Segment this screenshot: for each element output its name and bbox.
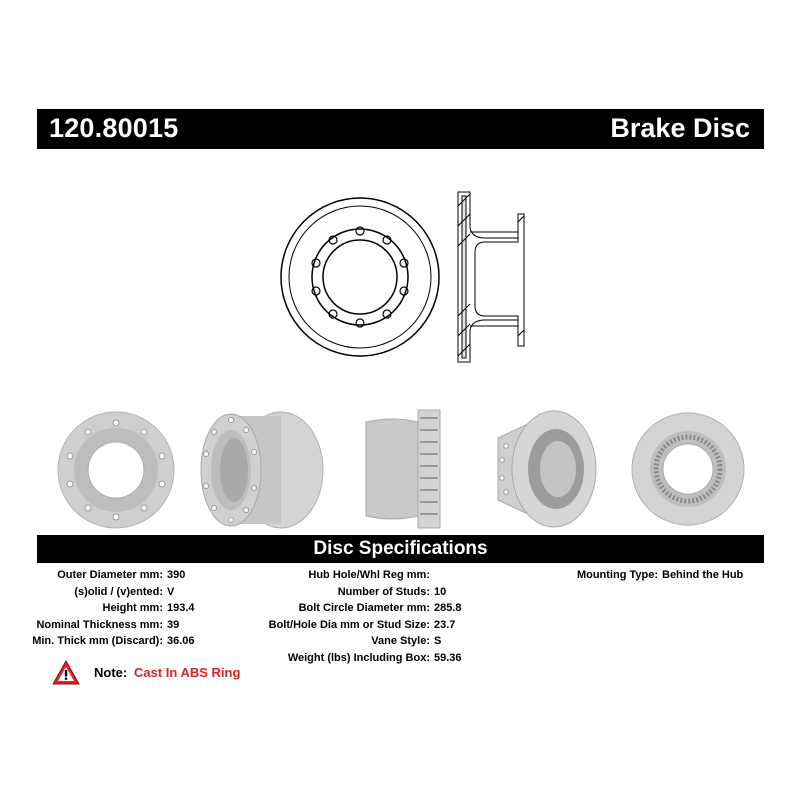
spec-value: V (167, 585, 175, 598)
spec-row: Number of Studs: 10 (240, 584, 510, 601)
spec-row: Mounting Type: Behind the Hub (520, 567, 770, 584)
disc-front-photo (57, 411, 175, 529)
spec-label: Nominal Thickness mm: (36, 618, 163, 631)
disc-back-photo (631, 412, 745, 526)
spec-value: 36.06 (167, 635, 195, 647)
spec-value: Behind the Hub (662, 569, 744, 581)
warning-triangle-icon (52, 659, 80, 685)
spec-value: 285.8 (434, 602, 462, 614)
spec-row: Bolt Circle Diameter mm: 285.8 (240, 600, 510, 617)
disc-side-photo (365, 409, 441, 529)
spec-row: Hub Hole/Whl Reg mm: (240, 567, 510, 584)
spec-row: Outer Diameter mm: 390 (0, 567, 240, 584)
spec-value: 23.7 (434, 618, 456, 631)
spec-row: (s)olid / (v)ented: V (0, 584, 240, 601)
spec-title: Disc Specifications (313, 538, 488, 559)
spec-column-right: Mounting Type: Behind the Hub (520, 567, 770, 584)
spec-row: Vane Style: S (240, 633, 510, 650)
disc-angle-photo (200, 411, 324, 529)
disc-back-angle-photo (497, 410, 597, 528)
spec-value: 59.36 (434, 651, 462, 664)
spec-bar: Disc Specifications (37, 535, 764, 563)
spec-label: Min. Thick mm (Discard): (32, 635, 163, 647)
spec-label: Outer Diameter mm: (57, 569, 163, 581)
front-view-drawing (280, 197, 440, 357)
spec-row: Nominal Thickness mm: 39 (0, 617, 240, 634)
spec-label: Hub Hole/Whl Reg mm: (308, 569, 430, 581)
note-text: Cast In ABS Ring (134, 665, 241, 680)
spec-value: 390 (167, 569, 186, 581)
spec-label: Bolt Circle Diameter mm: (298, 602, 430, 614)
spec-label: Vane Style: (371, 635, 430, 647)
part-number: 120.80015 (49, 113, 179, 143)
spec-value: 10 (434, 585, 447, 598)
spec-column-middle: Hub Hole/Whl Reg mm: Number of Studs:10 … (240, 567, 510, 666)
header-bar: 120.80015 Brake Disc (37, 109, 764, 149)
spec-label: Bolt/Hole Dia mm or Stud Size: (268, 618, 430, 631)
spec-value: 39 (167, 618, 180, 631)
technical-drawing (280, 191, 525, 363)
spec-row: Height mm:193.4 (0, 600, 240, 617)
spec-row: Bolt/Hole Dia mm or Stud Size: 23.7 (240, 617, 510, 634)
spec-label: Mounting Type: (576, 569, 658, 581)
spec-row: Weight (lbs) Including Box: 59.36 (240, 650, 510, 667)
spec-label: (s)olid / (v)ented: (74, 585, 163, 598)
note-label: Note: (94, 665, 128, 680)
spec-row: Min. Thick mm (Discard): 36.06 (0, 633, 240, 650)
spec-column-left: Outer Diameter mm: 390 (s)olid / (v)ented… (0, 567, 240, 650)
spec-value: 193.4 (167, 602, 195, 614)
spec-value: S (434, 635, 442, 647)
product-type: Brake Disc (610, 113, 750, 143)
cross-section-drawing (457, 191, 525, 363)
note: Note: Cast In ABS Ring (52, 659, 240, 688)
spec-label: Weight (lbs) Including Box: (287, 651, 430, 664)
spec-label: Number of Studs: (337, 585, 430, 598)
spec-label: Height mm: (102, 602, 164, 614)
